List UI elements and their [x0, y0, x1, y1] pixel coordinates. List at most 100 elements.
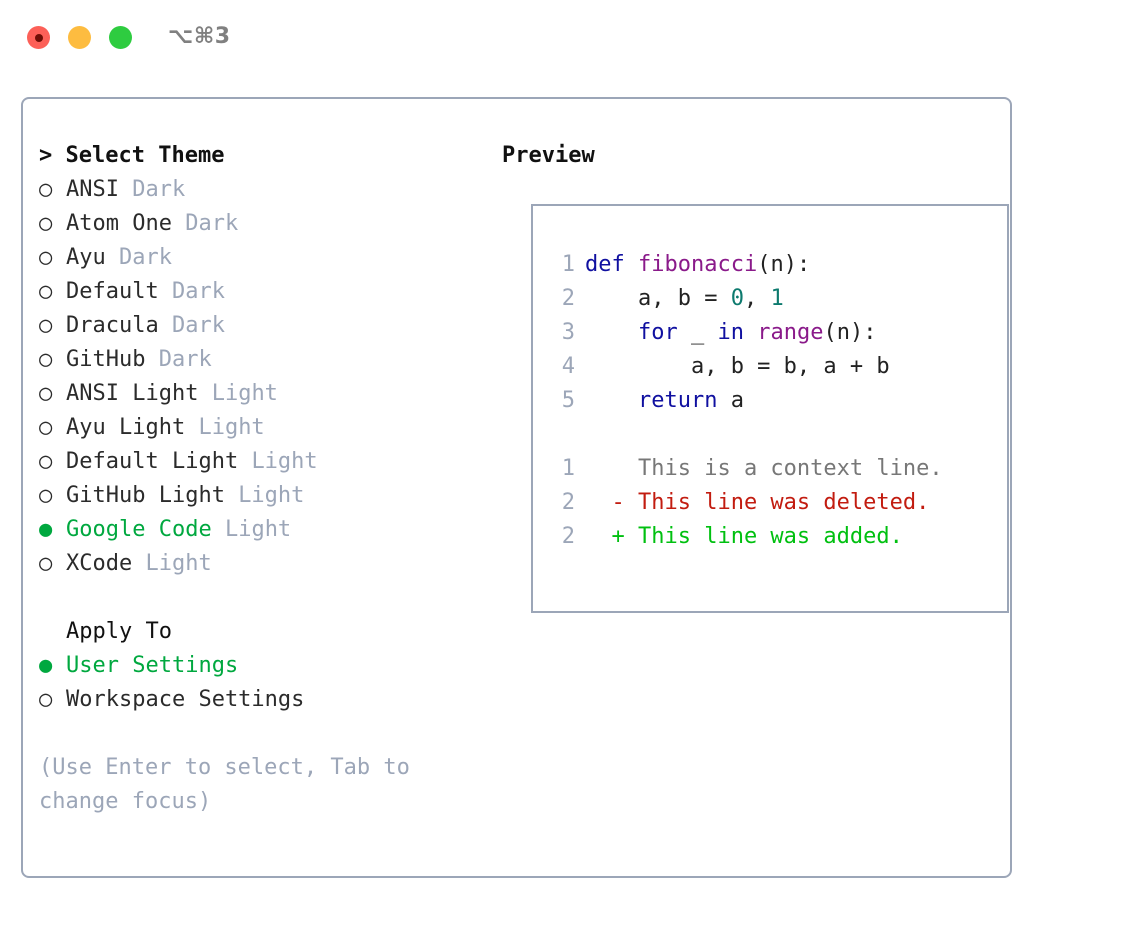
theme-option-label: ANSI — [66, 177, 133, 202]
code-token: 1 — [770, 286, 784, 311]
code-token: range — [757, 320, 824, 345]
theme-option-ayu-light[interactable]: ○ Ayu Light Light — [39, 411, 469, 445]
theme-variant-tag: Dark — [171, 279, 225, 304]
dialog-frame: > Select Theme ○ANSI Dark○Atom One Dark○… — [21, 97, 1012, 878]
theme-option-label: Ayu Light — [66, 415, 199, 440]
radio-unselected-icon: ○ — [39, 279, 53, 304]
code-line: 5 return a — [547, 384, 1001, 418]
code-token — [744, 320, 757, 345]
theme-option-default-light[interactable]: ○ Default Light Light — [39, 445, 469, 479]
theme-option-label: Google Code — [66, 517, 225, 542]
apply-to-option-workspace-settings[interactable]: ○ Workspace Settings — [39, 683, 469, 717]
minimize-button[interactable] — [68, 26, 91, 49]
zoom-button[interactable] — [109, 26, 132, 49]
code-token: , — [743, 286, 771, 311]
radio-unselected-icon: ○ — [39, 381, 53, 406]
code-token: a — [717, 388, 744, 413]
code-token — [585, 320, 638, 345]
theme-option-github[interactable]: ○GitHub Dark — [39, 343, 469, 377]
theme-option-github-light[interactable]: ○GitHub Light Light — [39, 479, 469, 513]
diff-line: 1 This is a context line. — [547, 452, 1001, 486]
theme-option-label: Default Light — [66, 449, 252, 474]
apply-to-list: ●User Settings ○ Workspace Settings — [39, 649, 469, 717]
keyboard-hint-text: (Use Enter to select, Tab to change focu… — [39, 755, 424, 814]
radio-unselected-icon: ○ — [39, 347, 53, 372]
code-line: 3 for _ in range(n): — [547, 316, 1001, 350]
diff-line: 2 - This line was deleted. — [547, 486, 1001, 520]
close-button[interactable] — [27, 26, 50, 49]
theme-variant-tag: Dark — [185, 211, 239, 236]
code-token: in — [717, 320, 744, 345]
preview-panel: Preview 1 def fibonacci (n): 2 a, b = 0, 1 3… — [502, 139, 1009, 613]
code-token: (n): — [823, 320, 877, 345]
radio-selected-icon: ● — [39, 517, 53, 542]
line-number: 1 — [561, 456, 575, 481]
code-token: _ — [677, 320, 718, 345]
theme-variant-tag: Light — [145, 551, 212, 576]
code-line: 4 a, b = b, a + b — [547, 350, 1001, 384]
line-number: 4 — [561, 354, 575, 379]
theme-variant-tag: Dark — [132, 177, 186, 202]
code-token: a, b = — [585, 286, 731, 311]
theme-option-label: Default — [66, 279, 172, 304]
theme-variant-tag: Light — [211, 381, 278, 406]
radio-unselected-icon: ○ — [39, 245, 53, 270]
diff-text: + This line was added. — [585, 524, 903, 549]
theme-option-label: XCode — [66, 551, 146, 576]
theme-option-xcode[interactable]: ○ XCode Light — [39, 547, 469, 581]
theme-option-ansi-light[interactable]: ○ ANSI Light Light — [39, 377, 469, 411]
line-number: 5 — [561, 388, 575, 413]
code-token: return — [637, 388, 718, 413]
theme-variant-tag: Dark — [158, 347, 212, 372]
theme-option-label: ANSI Light — [66, 381, 212, 406]
titlebar: ⌥⌘3 — [0, 0, 1140, 80]
radio-unselected-icon: ○ — [39, 415, 53, 440]
theme-option-google-code[interactable]: ● Google Code Light — [39, 513, 469, 547]
theme-option-label: GitHub Light — [66, 483, 239, 508]
code-token: 0 — [730, 286, 744, 311]
code-token: def — [585, 252, 638, 277]
radio-unselected-icon: ○ — [39, 551, 53, 576]
theme-option-default[interactable]: ○ Default Dark — [39, 275, 469, 309]
apply-to-option-label: Workspace Settings — [66, 687, 305, 712]
apply-to-heading: Apply To — [66, 619, 172, 644]
theme-selection-panel: > Select Theme ○ANSI Dark○Atom One Dark○… — [39, 139, 469, 819]
theme-variant-tag: Light — [251, 449, 318, 474]
code-token: fibonacci — [637, 252, 758, 277]
theme-option-ayu[interactable]: ○Ayu Dark — [39, 241, 469, 275]
diff-text: This is a context line. — [585, 456, 943, 481]
line-number: 3 — [561, 320, 575, 345]
diff-lines: 1 This is a context line.2 - This line w… — [547, 452, 1001, 554]
radio-unselected-icon: ○ — [39, 449, 53, 474]
select-theme-heading: > Select Theme — [39, 139, 469, 173]
theme-option-label: Dracula — [66, 313, 172, 338]
line-number: 2 — [561, 286, 575, 311]
radio-unselected-icon: ○ — [39, 177, 53, 202]
window-controls — [27, 26, 132, 49]
radio-unselected-icon: ○ — [39, 313, 53, 338]
theme-variant-tag: Light — [224, 517, 292, 542]
theme-option-label: Atom One — [66, 211, 186, 236]
theme-option-dracula[interactable]: ○ Dracula Dark — [39, 309, 469, 343]
code-sample: 1 def fibonacci (n): 2 a, b = 0, 1 3 for _ i… — [547, 248, 1001, 554]
radio-unselected-icon: ○ — [39, 483, 53, 508]
theme-variant-tag: Dark — [118, 245, 172, 270]
theme-variant-tag: Dark — [171, 313, 225, 338]
theme-option-ansi[interactable]: ○ ANSI Dark — [39, 173, 469, 207]
code-token: for — [637, 320, 678, 345]
code-token: a, b = b, a + b — [585, 354, 890, 379]
theme-list: ○ANSI Dark○Atom One Dark○Ayu Dark○Defaul… — [39, 173, 469, 581]
theme-option-atom-one[interactable]: ○Atom One Dark — [39, 207, 469, 241]
preview-box: 1 def fibonacci (n): 2 a, b = 0, 1 3 for _ i… — [531, 204, 1009, 613]
theme-variant-tag: Light — [198, 415, 265, 440]
select-theme-title: Select Theme — [65, 143, 225, 168]
preview-heading: Preview — [502, 143, 595, 168]
keyboard-shortcut-label: ⌥⌘3 — [168, 24, 231, 49]
line-number: 1 — [561, 252, 575, 277]
radio-unselected-icon: ○ — [39, 687, 53, 712]
diff-line: 2 + This line was added. — [547, 520, 1001, 554]
apply-to-option-label: User Settings — [66, 653, 239, 678]
apply-to-option-user-settings[interactable]: ●User Settings — [39, 649, 469, 683]
